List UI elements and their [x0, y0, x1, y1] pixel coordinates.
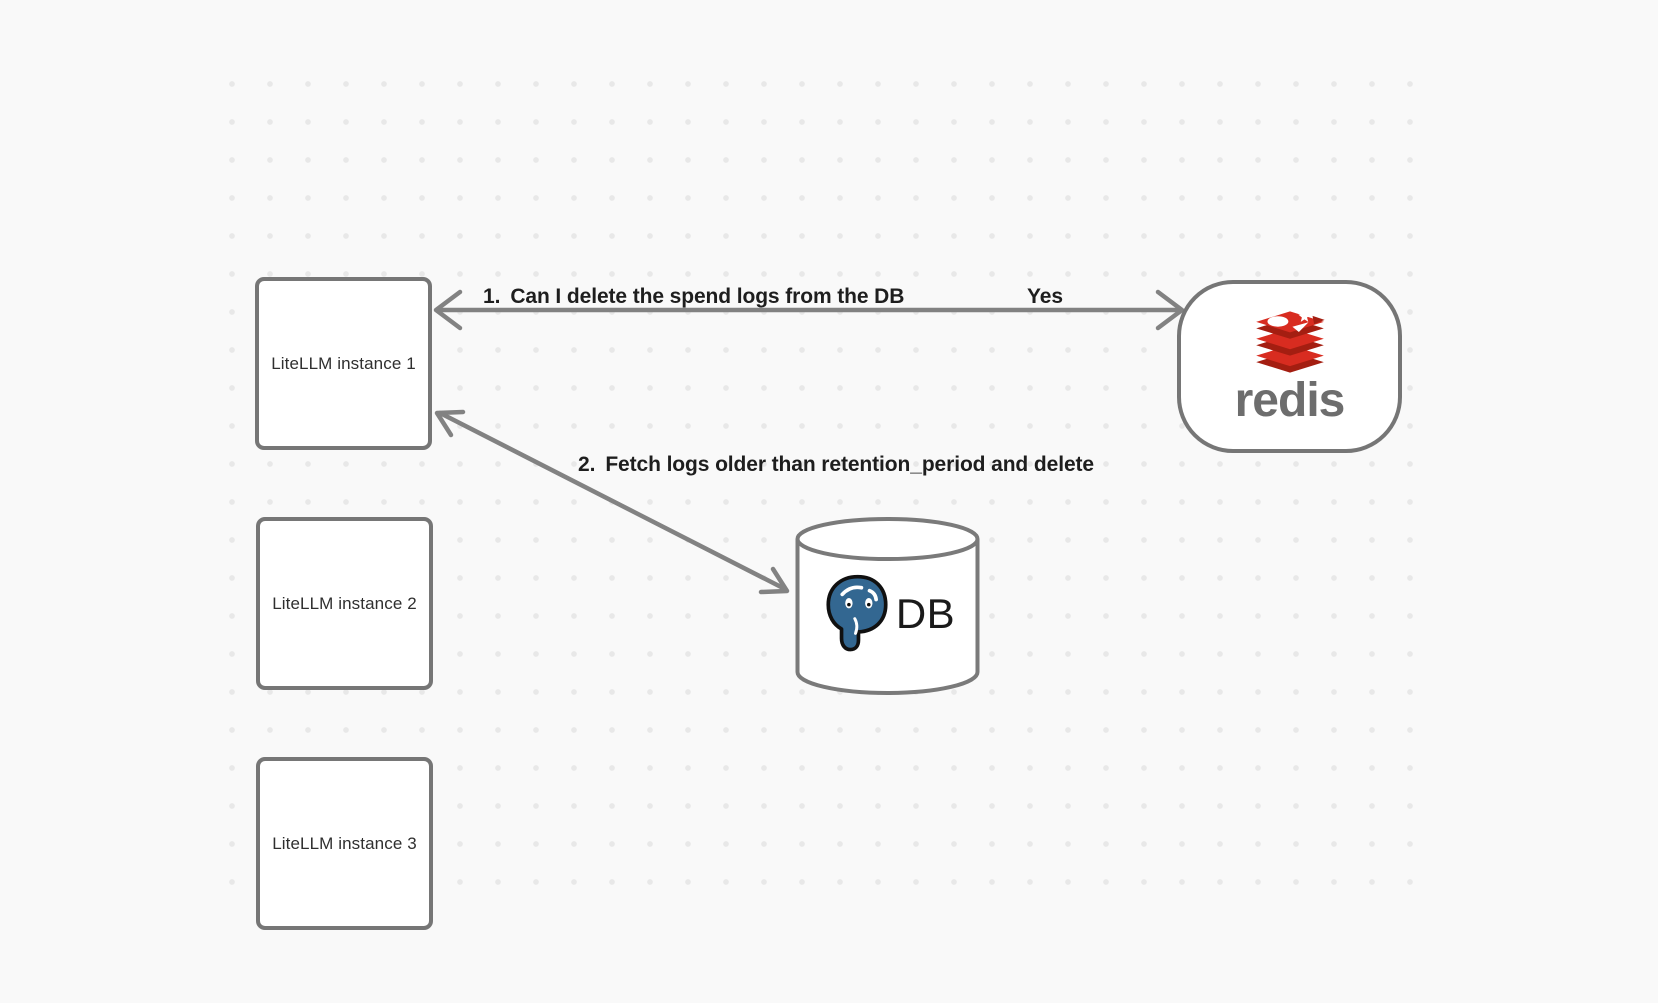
edge-label-delete-spend-logs[interactable]: 1. Can I delete the spend logs from the … [483, 285, 904, 309]
redis-stack-logo-icon [1255, 309, 1325, 373]
edge-label-text: Fetch logs older than retention_period a… [605, 453, 1094, 476]
postgresql-elephant-icon [826, 574, 888, 652]
database-cylinder-shape [795, 517, 980, 695]
node-db[interactable]: DB [794, 515, 981, 698]
node-label: LiteLLM instance 3 [272, 833, 417, 853]
node-label: LiteLLM instance 1 [271, 353, 416, 373]
edge-label-yes-response[interactable]: Yes [1027, 285, 1063, 309]
node-litellm-instance-2[interactable]: LiteLLM instance 2 [256, 517, 433, 690]
redis-wordmark: redis [1234, 373, 1346, 427]
db-label: DB [895, 589, 956, 637]
edge-response-text: Yes [1027, 285, 1063, 308]
edge-label-text: Can I delete the spend logs from the DB [510, 285, 905, 308]
node-litellm-instance-1[interactable]: LiteLLM instance 1 [255, 277, 432, 450]
node-label: LiteLLM instance 2 [272, 593, 417, 613]
edge-label-number: 2. [578, 453, 596, 476]
node-litellm-instance-3[interactable]: LiteLLM instance 3 [256, 757, 433, 930]
edge-label-fetch-logs[interactable]: 2. Fetch logs older than retention_perio… [578, 453, 1094, 477]
edge-label-number: 1. [483, 285, 501, 308]
node-redis[interactable]: redis [1177, 280, 1402, 453]
